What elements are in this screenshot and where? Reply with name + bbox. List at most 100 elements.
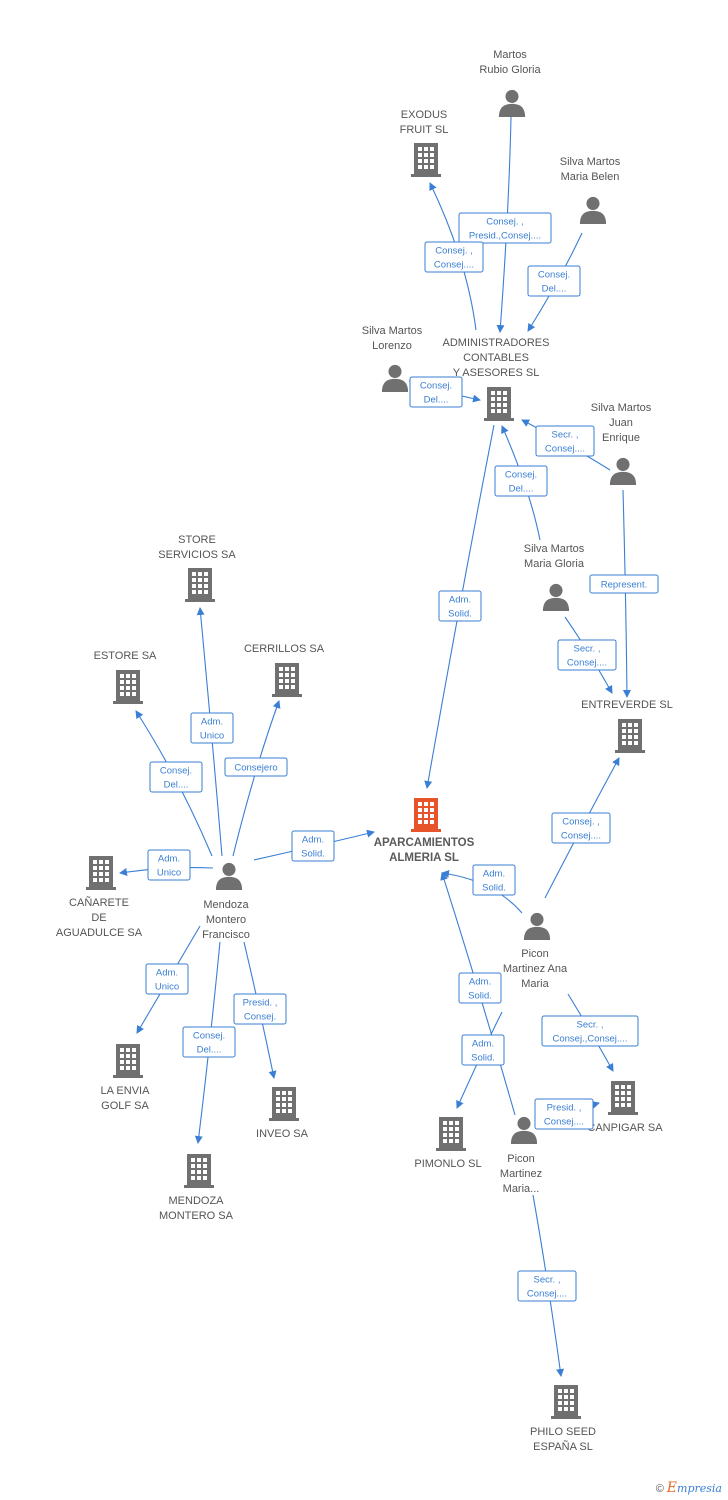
edge-label-e11[interactable]: Consej. Del.... xyxy=(149,761,203,793)
edge-label-text: Presid. , xyxy=(547,1103,582,1114)
edge-label-e2[interactable]: Consej. ,Consej.... xyxy=(424,241,484,273)
edge-label-text: Solid. xyxy=(301,849,325,860)
edge-label-box xyxy=(458,212,552,244)
edge-label-e1[interactable]: Consej. ,Presid.,Consej.... xyxy=(458,212,552,244)
edge-label-e13[interactable]: Adm.Unico xyxy=(147,849,191,881)
node-label: Y ASESORES SL xyxy=(453,367,540,379)
node-label: Silva Martos xyxy=(524,543,585,555)
node-cerrillos[interactable]: CERRILLOS SA xyxy=(244,643,325,697)
node-entreverde[interactable]: ENTREVERDE SL xyxy=(581,699,673,753)
edge-label-text: Secr. , xyxy=(577,1020,604,1031)
edge-label-text: Del.... xyxy=(509,484,534,495)
edge-label-e21[interactable]: Adm.Solid. xyxy=(458,972,502,1004)
edge-label-text: Adm. xyxy=(201,717,223,728)
node-label: ESTORE SA xyxy=(94,650,157,662)
edge-line xyxy=(232,700,281,857)
person-icon xyxy=(498,89,526,117)
building-icon xyxy=(272,663,302,697)
person-icon xyxy=(542,583,570,611)
node-label: Enrique xyxy=(602,432,640,444)
edge-label-e5[interactable]: Secr. ,Consej.... xyxy=(535,425,595,457)
building-icon xyxy=(615,719,645,753)
edge-label-e18[interactable]: Consej. ,Consej.... xyxy=(551,812,611,844)
building-icon xyxy=(551,1385,581,1419)
node-label: CONTABLES xyxy=(463,352,529,364)
node-label: ENTREVERDE SL xyxy=(581,699,673,711)
edge-label-e22[interactable]: Adm.Solid. xyxy=(461,1034,505,1066)
edge-label-e7[interactable]: Adm.Solid. xyxy=(438,590,482,622)
edge-label-e3[interactable]: Consej.Del.... xyxy=(527,265,581,297)
building-icon xyxy=(436,1117,466,1151)
node-canpigar[interactable]: CANPIGAR SA xyxy=(587,1081,663,1134)
edge-label-e8[interactable]: Represent. xyxy=(589,574,659,594)
edge-label-text: Del.... xyxy=(197,1045,222,1056)
edge-label-e12[interactable]: Consejero xyxy=(224,757,288,777)
node-label: Martinez Ana xyxy=(503,963,568,975)
edge-label-e16[interactable]: Consej.Del.... xyxy=(182,1026,236,1058)
node-label: Rubio Gloria xyxy=(479,64,541,76)
edge-label-e20[interactable]: Secr. ,Consej.,Consej.... xyxy=(541,1015,639,1047)
node-label: SERVICIOS SA xyxy=(158,549,236,561)
edge-label-text: Adm. xyxy=(158,854,180,865)
node-label: INVEO SA xyxy=(256,1128,309,1140)
node-label: Maria xyxy=(521,978,549,990)
building-icon xyxy=(113,670,143,704)
node-picon-maria[interactable]: PiconMartinezMaria... xyxy=(500,1116,542,1195)
edge-label-e19[interactable]: Adm.Solid. xyxy=(472,864,516,896)
edge-label-text: Solid. xyxy=(468,991,492,1002)
edge-label-e17[interactable]: Presid. ,Consej. xyxy=(233,993,287,1025)
edge-label-e10[interactable]: Adm. Unico xyxy=(190,712,234,744)
node-inveo[interactable]: INVEO SA xyxy=(256,1087,309,1140)
node-label: PHILO SEED xyxy=(530,1426,596,1438)
edge-label-text: Consej.... xyxy=(561,831,601,842)
edge-label-e24[interactable]: Secr. ,Consej.... xyxy=(517,1270,577,1302)
node-label: Lorenzo xyxy=(372,340,412,352)
edge-label-text: Unico xyxy=(200,731,224,742)
edge-label-box xyxy=(233,993,287,1025)
edge-label-e9[interactable]: Secr. ,Consej.... xyxy=(557,639,617,671)
node-label: Maria Belen xyxy=(561,171,620,183)
building-icon xyxy=(269,1087,299,1121)
edge-label-e15[interactable]: Adm.Unico xyxy=(145,963,189,995)
node-label: EXODUS xyxy=(401,109,447,121)
node-estore[interactable]: ESTORE SA xyxy=(94,650,157,704)
edge-label-text: Consej. , xyxy=(486,217,524,228)
edge-label-box xyxy=(224,757,288,777)
person-icon xyxy=(579,196,607,224)
edge-label-text: Adm. xyxy=(472,1039,494,1050)
edge-label-text: Consej. xyxy=(160,766,192,777)
edge-label-text: Presid. , xyxy=(243,998,278,1009)
edge-label-e6[interactable]: Consej.Del.... xyxy=(494,465,548,497)
edge-label-text: Adm. xyxy=(302,835,324,846)
node-pimonlo[interactable]: PIMONLO SL xyxy=(414,1117,482,1170)
edge-label-e23[interactable]: Presid. ,Consej.... xyxy=(534,1098,594,1130)
node-label: Montero xyxy=(206,914,246,926)
edge-label-text: Del.... xyxy=(164,780,189,791)
node-label: Mendoza xyxy=(203,899,249,911)
edge-label-text: Consejero xyxy=(234,763,277,774)
edge-label-text: Secr. , xyxy=(574,644,601,655)
building-icon xyxy=(484,387,514,421)
node-label: LA ENVIA xyxy=(101,1085,151,1097)
edge-label-e4[interactable]: Consej.Del.... xyxy=(409,376,463,408)
edge-label-box xyxy=(589,574,659,594)
edge-label-text: Consej.... xyxy=(545,444,585,455)
edge-label-e14[interactable]: Adm. Solid. xyxy=(291,830,335,862)
